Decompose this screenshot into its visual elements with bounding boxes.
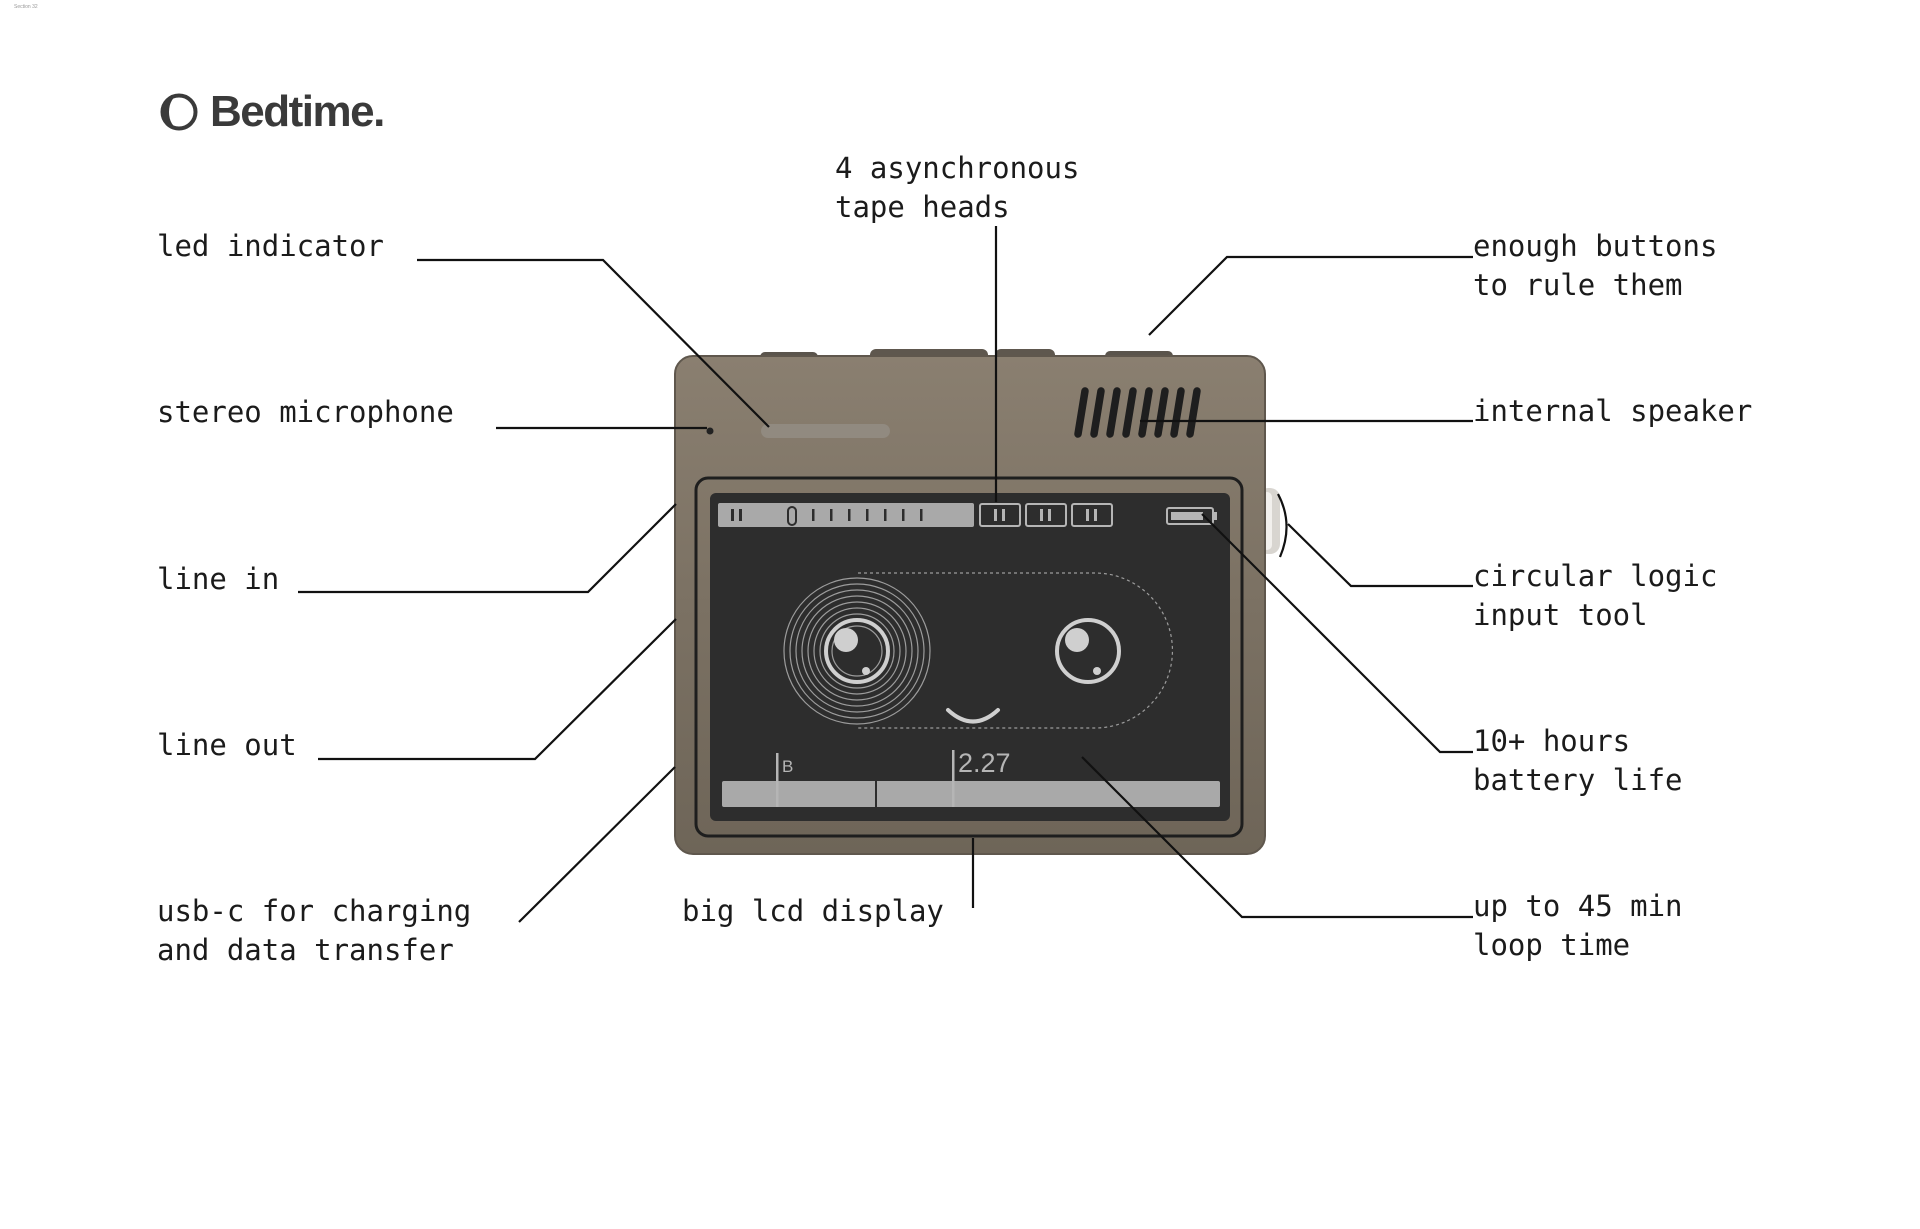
speaker-grille xyxy=(1074,387,1201,438)
leader-line-logic-tool xyxy=(1287,523,1473,588)
callout-logic-tool: circular logic input tool xyxy=(1473,559,1718,632)
screen-bezel xyxy=(694,476,1244,838)
lcd-timeline xyxy=(722,750,1220,807)
callout-tape-heads: 4 asynchronous tape heads xyxy=(835,151,1080,224)
leader-line-buttons xyxy=(1148,255,1473,336)
leader-line-led xyxy=(417,258,770,428)
tape-head-2 xyxy=(1025,503,1067,527)
callout-usb-c: usb-c for charging and data transfer xyxy=(157,894,472,967)
microphone-hole xyxy=(706,427,714,435)
tape-head-1 xyxy=(979,503,1021,527)
brand-header: Bedtime. xyxy=(160,84,385,140)
battery-icon xyxy=(1166,507,1217,525)
leader-line-usb-c xyxy=(518,766,676,923)
leader-lines xyxy=(298,226,1473,923)
crescent-moon-icon xyxy=(160,93,198,131)
callout-battery: 10+ hours battery life xyxy=(1473,724,1683,797)
dial-arc xyxy=(1277,493,1288,558)
callout-loop-time: up to 45 min loop time xyxy=(1473,889,1683,962)
led-indicator xyxy=(761,424,890,438)
leader-line-battery xyxy=(1201,513,1473,754)
callout-led-indicator: led indicator xyxy=(157,229,384,263)
lcd-display xyxy=(710,493,1230,821)
lcd-status-bar xyxy=(718,503,974,527)
marker-glyph: B xyxy=(782,757,793,776)
callout-speaker: internal speaker xyxy=(1473,394,1753,428)
callout-stereo-microphone: stereo microphone xyxy=(157,395,454,429)
section-caption: Section 32 xyxy=(14,4,38,10)
cassette-face-graphic xyxy=(783,572,1174,729)
callout-buttons: enough buttons to rule them xyxy=(1473,229,1718,302)
callout-lcd-display: big lcd display xyxy=(682,894,944,928)
callout-line-in: line in xyxy=(157,562,280,596)
callout-line-out: line out xyxy=(157,728,297,762)
leader-line-loop-time xyxy=(1081,756,1473,919)
leader-line-line-out xyxy=(318,618,677,761)
leader-line-line-in xyxy=(298,503,677,594)
brand-name: Bedtime. xyxy=(210,87,385,136)
tape-head-3 xyxy=(1071,503,1113,527)
tape-head-indicators xyxy=(979,503,1113,527)
time-readout: 2.27 xyxy=(958,748,1011,778)
